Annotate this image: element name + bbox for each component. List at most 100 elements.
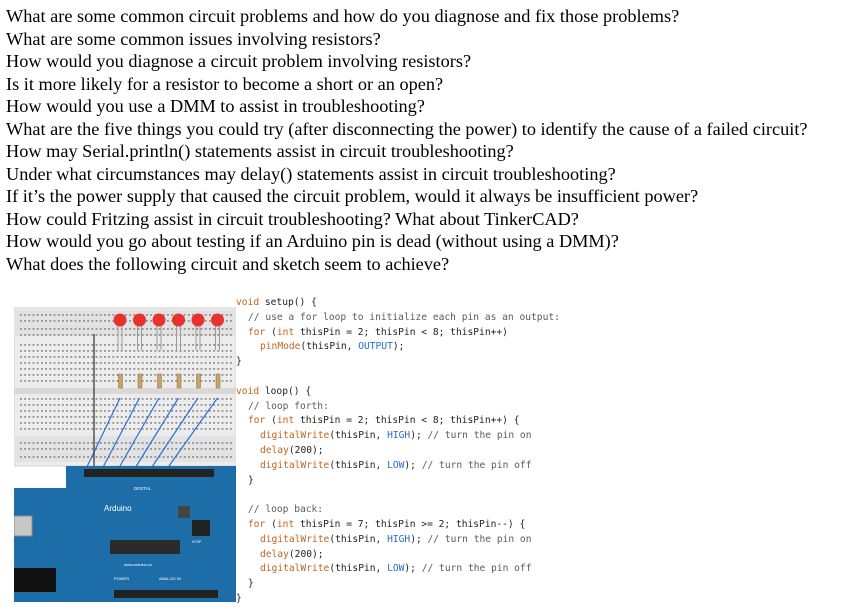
breadboard-hole — [209, 428, 211, 430]
breadboard-hole — [200, 398, 203, 400]
breadboard-hole — [99, 442, 102, 444]
breadboard-hole — [87, 442, 89, 444]
breadboard-hole — [91, 350, 94, 352]
breadboard-hole — [95, 356, 98, 358]
breadboard-hole — [209, 380, 211, 382]
breadboard-hole — [175, 410, 178, 412]
breadboard-hole — [36, 410, 39, 412]
breadboard-hole — [225, 368, 228, 370]
breadboard-hole — [74, 410, 77, 412]
breadboard-hole — [45, 404, 47, 406]
code-line: digitalWrite(thisPin, LOW); // turn the … — [236, 459, 836, 474]
breadboard-hole — [49, 334, 52, 336]
led — [211, 313, 224, 327]
breadboard-hole — [204, 398, 207, 400]
breadboard-hole — [137, 344, 140, 346]
breadboard-hole — [78, 356, 81, 358]
code-token: ( — [265, 415, 277, 427]
code-token: ); — [404, 459, 422, 471]
breadboard-hole — [183, 334, 186, 336]
breadboard-hole — [74, 350, 77, 352]
breadboard-hole — [120, 398, 123, 400]
breadboard-hole — [179, 404, 182, 406]
breadboard-hole — [66, 328, 68, 330]
breadboard-hole — [87, 356, 89, 358]
breadboard-hole — [146, 422, 148, 424]
breadboard-hole — [104, 410, 106, 412]
breadboard-hole — [158, 456, 161, 458]
breadboard-hole — [183, 328, 186, 330]
breadboard-hole — [171, 334, 173, 336]
breadboard-hole — [204, 416, 207, 418]
breadboard-hole — [41, 428, 43, 430]
breadboard-hole — [49, 320, 52, 322]
breadboard-hole — [74, 344, 77, 346]
breadboard-hole — [62, 410, 64, 412]
breadboard-hole — [162, 344, 165, 346]
breadboard-hole — [192, 344, 194, 346]
breadboard-hole — [66, 428, 68, 430]
breadboard-hole — [49, 356, 52, 358]
breadboard-hole — [225, 320, 228, 322]
breadboard-hole — [78, 328, 81, 330]
breadboard-hole — [95, 442, 98, 444]
breadboard-hole — [53, 416, 56, 418]
breadboard-hole — [74, 404, 77, 406]
breadboard-hole — [129, 410, 131, 412]
breadboard-hole — [209, 334, 211, 336]
breadboard-hole — [192, 398, 194, 400]
breadboard-hole — [57, 334, 60, 336]
breadboard-hole — [95, 398, 98, 400]
jumper-wire — [131, 397, 180, 474]
breadboard-hole — [24, 328, 26, 330]
breadboard-hole — [87, 398, 89, 400]
code-token: ); — [410, 430, 428, 442]
breadboard-hole — [137, 456, 140, 458]
breadboard-hole — [225, 356, 228, 358]
breadboard-hole — [24, 422, 26, 424]
breadboard-hole — [28, 404, 31, 406]
breadboard-hole — [53, 380, 56, 382]
breadboard-hole — [32, 350, 35, 352]
breadboard-hole — [57, 422, 60, 424]
breadboard-hole — [167, 416, 169, 418]
breadboard-hole — [104, 362, 106, 364]
breadboard-hole — [209, 422, 211, 424]
code-token: thisPin = 2; thisPin < 8; thisPin++) { — [294, 415, 520, 427]
breadboard-hole — [175, 442, 178, 444]
breadboard-hole — [53, 428, 56, 430]
breadboard-hole — [87, 448, 89, 450]
breadboard-hole — [57, 404, 60, 406]
breadboard-hole — [221, 314, 224, 316]
breadboard-hole — [146, 456, 148, 458]
breadboard-hole — [150, 380, 152, 382]
breadboard-hole — [20, 314, 22, 316]
question-1: What are some common circuit problems an… — [6, 6, 680, 26]
breadboard-hole — [41, 320, 43, 322]
breadboard-hole — [41, 374, 43, 376]
breadboard-hole — [41, 314, 43, 316]
breadboard-hole — [129, 422, 131, 424]
breadboard-hole — [53, 320, 56, 322]
breadboard-hole — [133, 428, 136, 430]
breadboard-hole — [150, 334, 152, 336]
breadboard-hole — [209, 374, 211, 376]
breadboard-hole — [57, 344, 60, 346]
breadboard-hole — [125, 428, 127, 430]
breadboard-hole — [87, 350, 89, 352]
breadboard-hole — [188, 356, 190, 358]
breadboard-hole — [108, 344, 110, 346]
breadboard-hole — [104, 314, 106, 316]
breadboard-hole — [141, 422, 144, 424]
breadboard-hole — [192, 448, 194, 450]
code-line: for (int thisPin = 2; thisPin < 8; thisP… — [236, 326, 836, 341]
breadboard-hole — [91, 428, 94, 430]
breadboard-hole — [230, 404, 232, 406]
breadboard-hole — [99, 456, 102, 458]
breadboard-hole — [95, 404, 98, 406]
breadboard-hole — [36, 328, 39, 330]
breadboard-hole — [183, 404, 186, 406]
breadboard-hole — [36, 398, 39, 400]
code-token: int — [276, 415, 295, 427]
breadboard-hole — [87, 368, 89, 370]
